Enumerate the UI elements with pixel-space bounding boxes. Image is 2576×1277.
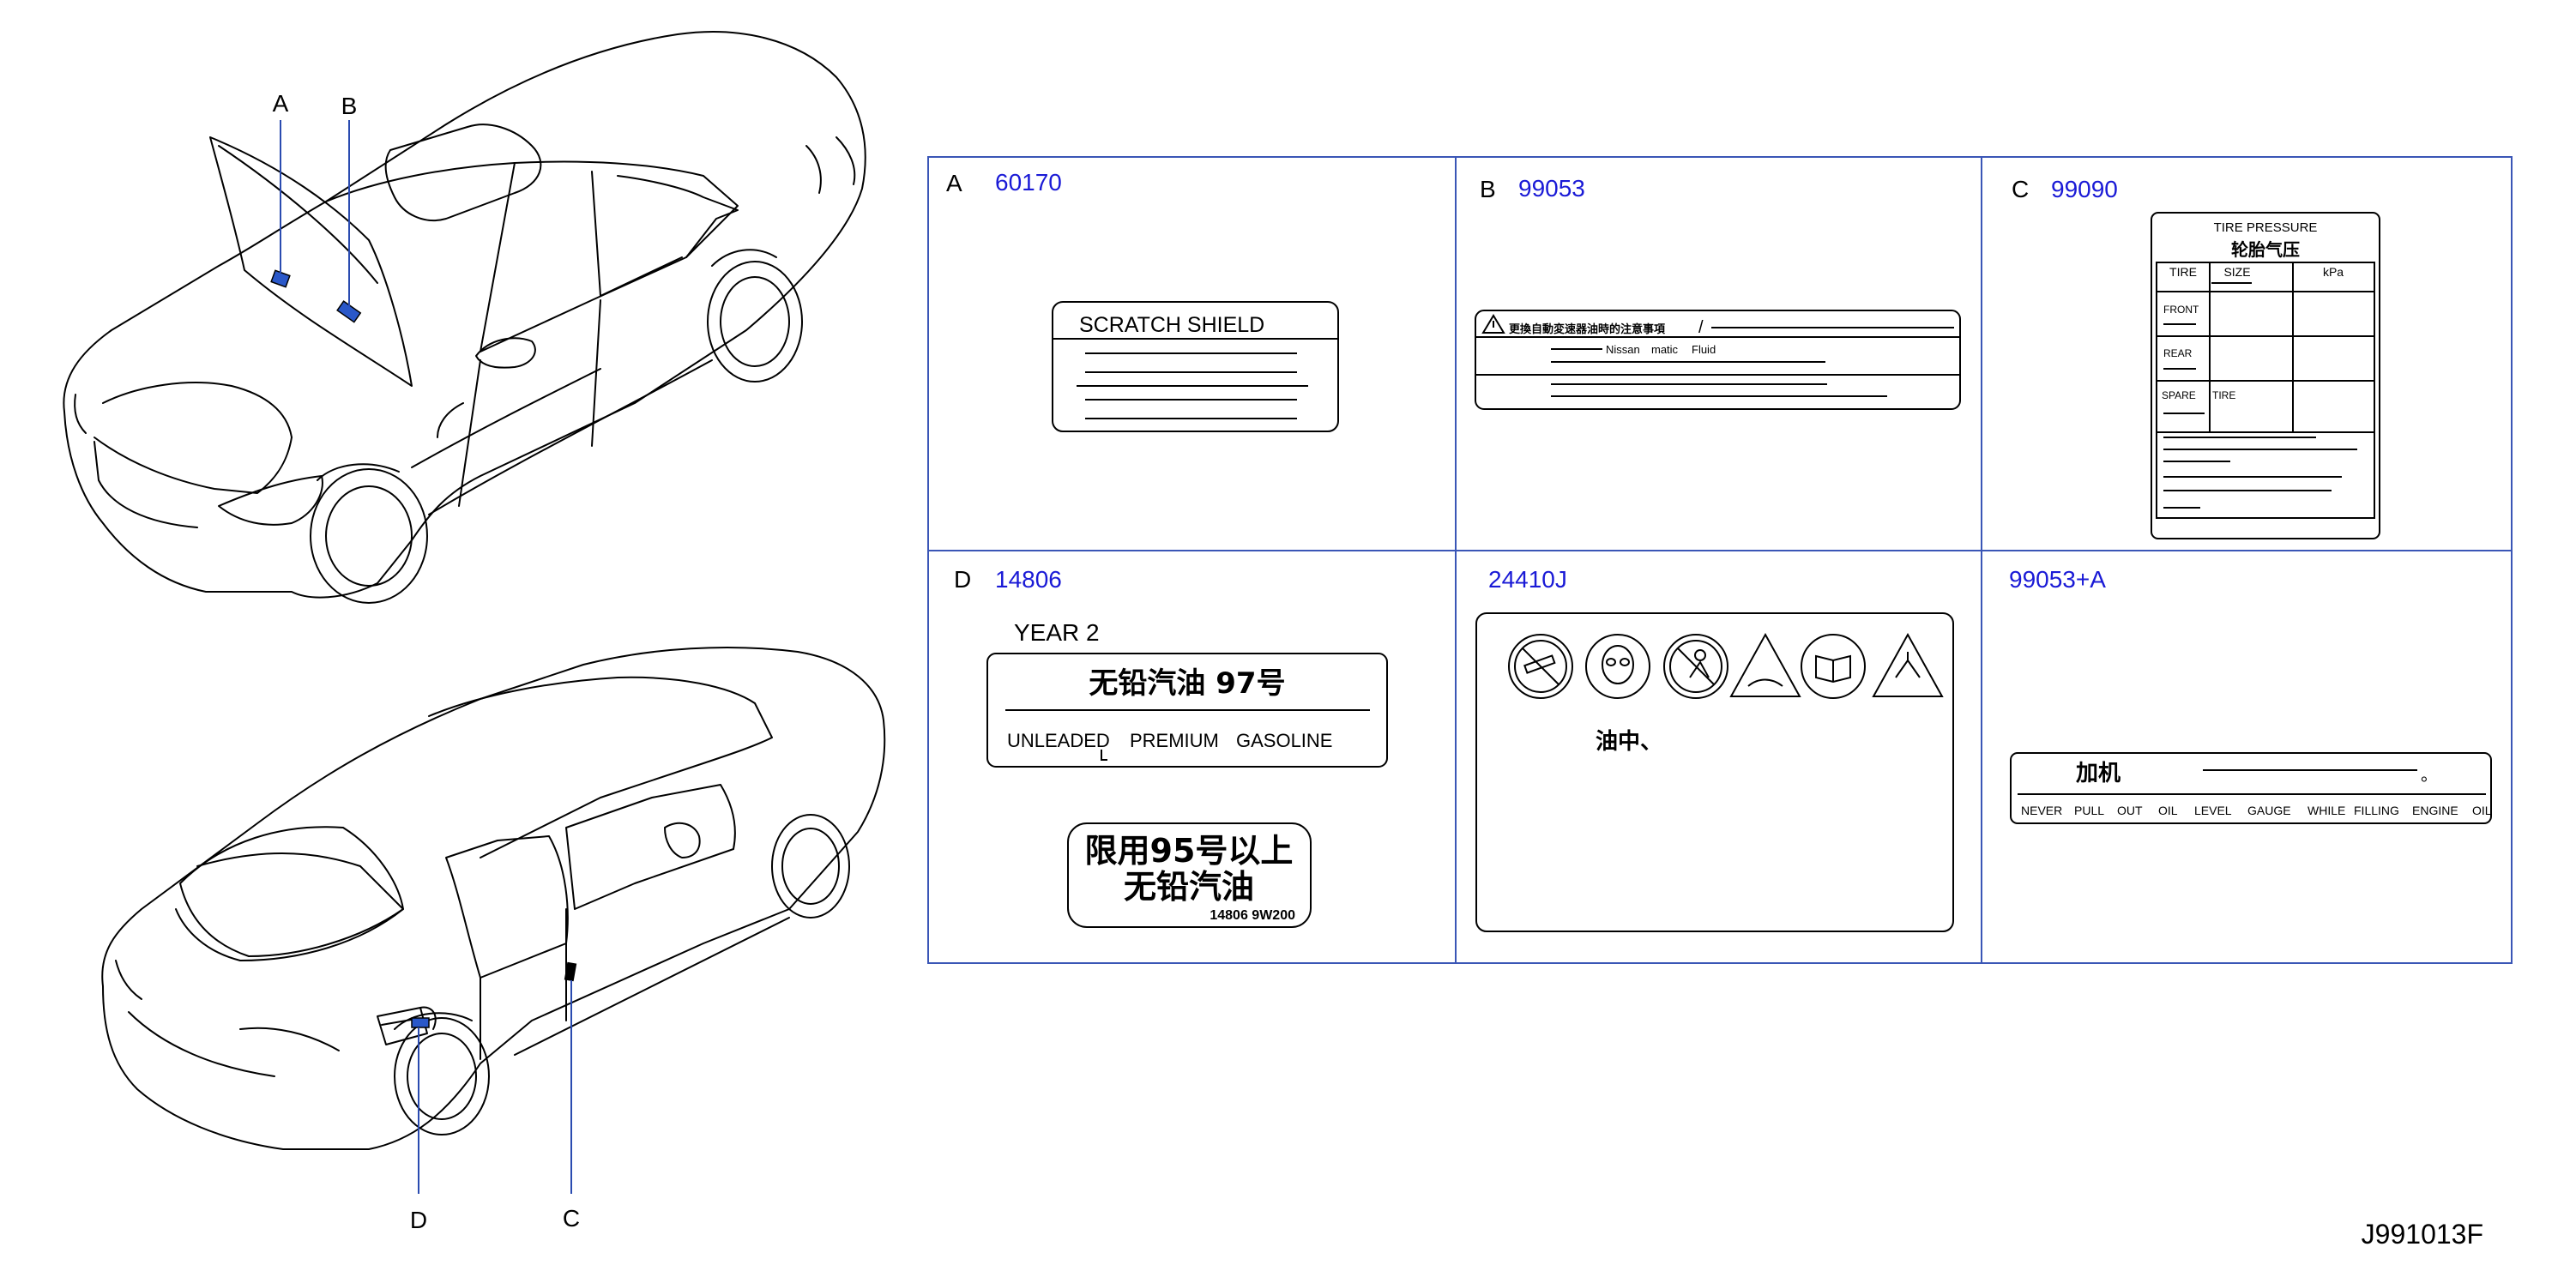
fuel-label-en-2: PREMIUM [1130, 730, 1219, 751]
diagram-id: J991013F [2362, 1219, 2483, 1250]
fuel-label-cn: 无铅汽油 97号 [1089, 666, 1285, 701]
callout-b: B [341, 93, 358, 119]
panel-f-word: OUT [2117, 804, 2143, 817]
panel-f-word: FILLING [2354, 804, 2399, 817]
panel-f: 99053+A 加机 。 NEVER PULL OUT OIL LEVEL GA… [2009, 566, 2492, 824]
marker-door [564, 961, 577, 982]
panel-a-code: 60170 [995, 169, 1062, 196]
keep-away-children-icon [1663, 634, 1728, 699]
tire-row-front: FRONT [2163, 304, 2199, 316]
panel-b-line2-b: matic [1651, 343, 1679, 356]
panel-e-warning-cn: 油中、 [1596, 729, 1662, 755]
tire-row-rear: REAR [2163, 347, 2193, 359]
tire-size-a: TIRE [2169, 265, 2197, 279]
callout-a: A [273, 90, 289, 117]
panel-f-word: PULL [2074, 804, 2104, 817]
fuel-limit-line2: 无铅汽油 [1124, 868, 1254, 906]
panel-f-word: OIL [2472, 804, 2492, 817]
panel-a-letter: A [946, 170, 962, 196]
panel-f-word: LEVEL [2194, 804, 2232, 817]
panel-f-code: 99053+A [2009, 566, 2106, 593]
tire-pressure-title-cn: 轮胎气压 [2231, 239, 2300, 260]
eye-protection-icon [1585, 634, 1650, 699]
panel-c: C 99090 TIRE PRESSURE 轮胎气压 TIRE SIZE kP [2012, 176, 2380, 539]
fuel-label-en-3: GASOLINE [1236, 730, 1332, 751]
scratch-shield-title: SCRATCH SHIELD [1079, 313, 1264, 337]
panel-b-warning-text: 更換自動変速器油時的注意事項 [1509, 322, 1666, 336]
marker-d [411, 1017, 430, 1028]
panel-f-words: NEVER PULL OUT OIL LEVEL GAUGE WHILE FIL… [2021, 804, 2492, 817]
panel-d-code: 14806 [995, 566, 1062, 593]
panel-f-dot: 。 [2421, 766, 2438, 785]
panel-b-slash: / [1698, 318, 1704, 337]
explosion-warning-icon [1872, 632, 1944, 697]
panel-e: 24410J [1475, 566, 1954, 932]
panel-b-line2-a: Nissan [1606, 343, 1640, 356]
tire-row-spare-tire: TIRE [2212, 389, 2235, 401]
tire-row-spare: SPARE [2162, 389, 2196, 401]
panel-a: A 60170 SCRATCH SHIELD [946, 169, 1339, 432]
panel-b-code: 99053 [1518, 175, 1585, 202]
fuel-year-text: YEAR 2 [1014, 619, 1100, 646]
panel-c-letter: C [2012, 176, 2029, 202]
car-illustration-top [63, 31, 866, 604]
car-illustration-bottom [101, 647, 886, 1150]
label-grid [927, 156, 2513, 964]
no-smoking-icon [1508, 634, 1573, 699]
callout-d: D [410, 1207, 427, 1233]
callout-c: C [563, 1205, 580, 1232]
panel-f-word: ENGINE [2412, 804, 2458, 817]
panel-d-letter: D [954, 566, 971, 593]
panel-e-code: 24410J [1488, 566, 1567, 593]
tire-col-kpa: kPa [2323, 265, 2344, 279]
panel-c-code: 99090 [2051, 176, 2118, 202]
warning-triangle-icon [1481, 314, 1505, 334]
fuel-limit-code: 14806 9W200 [1210, 908, 1295, 923]
panel-f-word: GAUGE [2247, 804, 2291, 817]
fuel-label-en-1: UNLEADED [1007, 730, 1110, 751]
panel-f-title-cn: 加机 [2076, 761, 2121, 786]
panel-f-word: OIL [2158, 804, 2178, 817]
fuel-limit-line1: 限用95号以上 [1085, 832, 1294, 870]
corrosive-warning-icon [1729, 632, 1801, 697]
panel-f-word: WHILE [2308, 804, 2345, 817]
tire-size-b: SIZE [2223, 265, 2250, 279]
panel-b-letter: B [1480, 176, 1496, 202]
tire-pressure-title: TIRE PRESSURE [2214, 220, 2318, 235]
marker-a [270, 269, 291, 288]
panel-b: B 99053 更換自動変速器油時的注意事項 / Nissan matic Fl… [1475, 175, 1961, 410]
panel-b-line2-c: Fluid [1692, 343, 1716, 356]
panel-f-word: NEVER [2021, 804, 2062, 817]
marker-b [336, 300, 362, 323]
panel-d: D 14806 YEAR 2 无铅汽油 97号 UNLEADED PREMIUM… [954, 566, 1388, 928]
read-manual-icon [1801, 634, 1866, 699]
